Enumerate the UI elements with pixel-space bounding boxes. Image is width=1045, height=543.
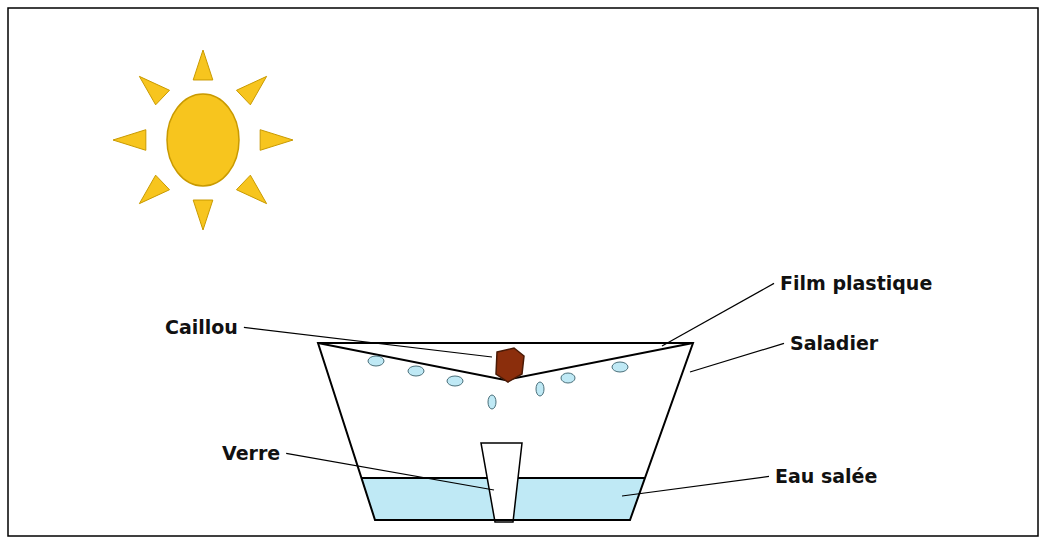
- glass: [481, 443, 522, 522]
- pebble: [496, 348, 524, 382]
- part-label: Film plastique: [780, 272, 932, 295]
- leader-line: [662, 283, 774, 346]
- sun-ray: [193, 50, 213, 80]
- sun-ray: [236, 76, 266, 104]
- sun-ray: [260, 130, 293, 151]
- sun-ray: [236, 175, 266, 203]
- leader-line: [622, 476, 769, 496]
- part-label: Eau salée: [775, 465, 877, 488]
- sun-ray: [139, 175, 169, 203]
- part-label: Saladier: [790, 332, 878, 355]
- sun: [113, 50, 293, 230]
- part-label: Caillou: [165, 316, 238, 339]
- sun-ray: [113, 130, 146, 151]
- sun-ray: [193, 200, 213, 230]
- sun-disc: [167, 94, 239, 186]
- frame: [8, 8, 1038, 536]
- sun-ray: [139, 76, 169, 104]
- leader-line: [690, 343, 784, 372]
- leader-line: [244, 327, 492, 357]
- leader-line: [286, 453, 494, 490]
- part-label: Verre: [222, 442, 280, 465]
